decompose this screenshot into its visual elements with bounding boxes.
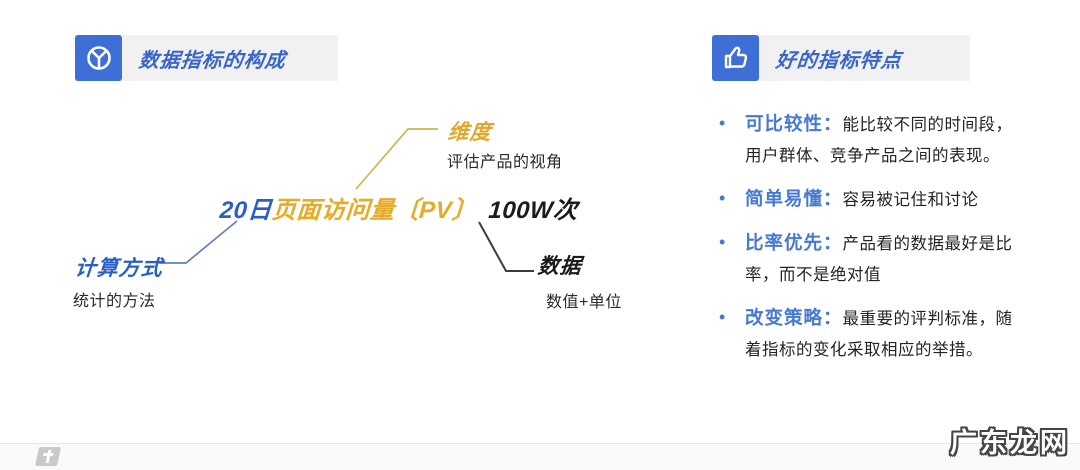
bullet-term: 比率优先： xyxy=(745,232,843,253)
callout-data-desc: 数值+单位 xyxy=(546,294,622,311)
bullet-desc: 能比较不同的时间段，用户群体、竞争产品之间的表现。 xyxy=(745,116,1013,165)
callout-calculation-label: 计算方式 xyxy=(73,257,164,280)
metric-data-part: 100W次 xyxy=(487,197,579,224)
bullet-dot-icon: • xyxy=(719,113,726,133)
callout-data-label: 数据 xyxy=(536,255,583,278)
watermark: 广东龙网 xyxy=(950,428,1070,458)
thumbs-up-icon xyxy=(712,35,759,81)
metric-dimension-part: 页面访问量〔PV〕 xyxy=(271,197,478,224)
list-item: • 简单易懂：容易被记住和讨论 xyxy=(714,183,1014,216)
left-section-header: 数据指标的构成 xyxy=(75,35,338,81)
left-section-title: 数据指标的构成 xyxy=(137,49,287,72)
callout-dimension-desc: 评估产品的视角 xyxy=(447,154,563,171)
bullet-dot-icon: • xyxy=(719,188,726,208)
bullet-desc: 最重要的评判标准，随着指标的变化采取相应的举措。 xyxy=(745,310,1013,359)
right-section-header: 好的指标特点 xyxy=(712,35,970,81)
metric-example: 20日页面访问量〔PV〕 100W次 xyxy=(219,190,579,225)
footer-divider xyxy=(0,443,1080,470)
corner-logo-icon xyxy=(34,447,62,466)
good-metric-traits-list: • 可比较性：能比较不同的时间段，用户群体、竞争产品之间的表现。 • 简单易懂：… xyxy=(714,108,1014,377)
bullet-dot-icon: • xyxy=(719,307,726,327)
pie-chart-icon xyxy=(75,35,122,81)
bullet-dot-icon: • xyxy=(719,232,726,252)
list-item: • 可比较性：能比较不同的时间段，用户群体、竞争产品之间的表现。 xyxy=(714,108,1014,172)
right-section-title: 好的指标特点 xyxy=(774,49,903,72)
bullet-term: 简单易懂： xyxy=(745,188,843,209)
callout-calculation-desc: 统计的方法 xyxy=(73,293,156,310)
bullet-desc: 产品看的数据最好是比率，而不是绝对值 xyxy=(745,235,1013,284)
bullet-term: 改变策略： xyxy=(745,307,843,328)
bullet-desc: 容易被记住和讨论 xyxy=(842,191,979,209)
bullet-term: 可比较性： xyxy=(745,113,843,134)
connector-calculation xyxy=(159,220,238,264)
metric-calculation-part: 20日 xyxy=(218,197,273,224)
list-item: • 改变策略：最重要的评判标准，随着指标的变化采取相应的举措。 xyxy=(714,302,1014,366)
connector-dimension xyxy=(355,128,438,190)
list-item: • 比率优先：产品看的数据最好是比率，而不是绝对值 xyxy=(714,227,1014,291)
callout-dimension-label: 维度 xyxy=(446,121,493,144)
connector-data xyxy=(478,221,534,272)
